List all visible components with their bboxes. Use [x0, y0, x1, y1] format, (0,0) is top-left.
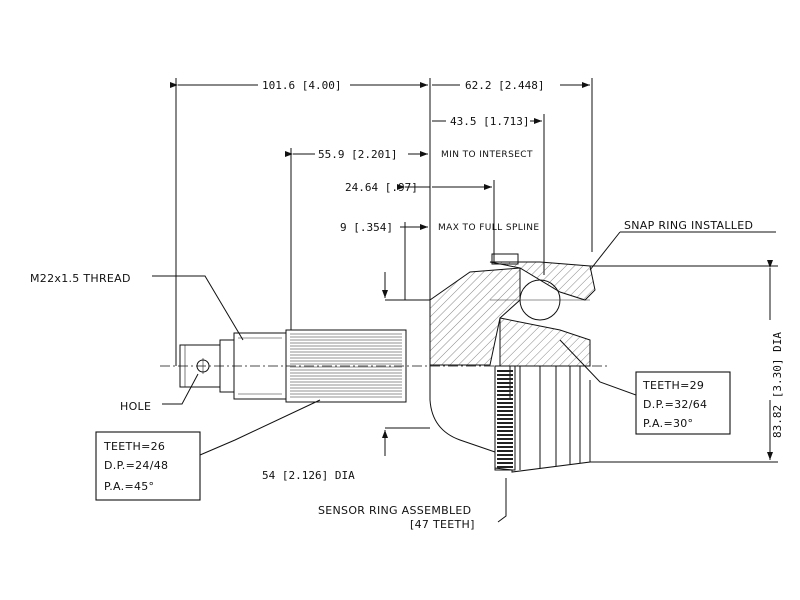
dim-9: 9 [.354]	[340, 221, 393, 234]
dim-shaft-dia: 54 [2.126] DIA	[262, 469, 355, 482]
label-sensor-teeth: [47 TEETH]	[410, 518, 475, 531]
sensor-tooth	[497, 450, 513, 452]
leaders	[152, 231, 776, 523]
sensor-tooth	[497, 418, 513, 420]
label-snap-ring: SNAP RING INSTALLED	[624, 219, 753, 232]
spec-right-dp: D.P.=32/64	[643, 398, 707, 411]
dim-24-64: 24.64 [.97]	[345, 181, 418, 194]
sensor-tooth	[497, 434, 513, 436]
sensor-tooth	[497, 374, 513, 376]
label-hole: HOLE	[120, 400, 151, 413]
dim-43-5: 43.5 [1.713]	[450, 115, 529, 128]
spec-left-dp: D.P.=24/48	[104, 459, 168, 472]
dim-overall-right: 62.2 [2.448]	[465, 79, 544, 92]
sensor-tooth	[497, 422, 513, 424]
dim-overall-left: 101.6 [4.00]	[262, 79, 341, 92]
cv-housing	[429, 253, 596, 473]
sensor-tooth	[497, 378, 513, 380]
sensor-tooth	[497, 370, 513, 372]
dim-9-note: MAX TO FULL SPLINE	[438, 223, 539, 233]
sensor-tooth	[497, 406, 513, 408]
dimension-lines	[170, 82, 778, 463]
dim-outer-dia: 83.82 [3.30] DIA	[771, 332, 784, 438]
extension-lines	[175, 78, 593, 366]
sensor-tooth	[497, 410, 513, 412]
spec-left-teeth: TEETH=26	[103, 440, 165, 453]
spec-left-pa: P.A.=45°	[104, 480, 154, 493]
sensor-tooth	[497, 394, 513, 396]
sensor-tooth	[497, 458, 513, 460]
sensor-tooth	[497, 462, 513, 464]
sensor-tooth	[497, 386, 513, 388]
sensor-tooth	[497, 382, 513, 384]
spec-right-pa: P.A.=30°	[643, 417, 693, 430]
label-thread: M22x1.5 THREAD	[30, 272, 131, 285]
spec-right-teeth: TEETH=29	[642, 379, 704, 392]
sensor-tooth	[497, 446, 513, 448]
sensor-tooth	[497, 454, 513, 456]
label-sensor-ring: SENSOR RING ASSEMBLED	[318, 504, 471, 517]
sensor-tooth	[497, 414, 513, 416]
sensor-tooth	[497, 442, 513, 444]
spline-spec-right: TEETH=29 D.P.=32/64 P.A.=30°	[635, 371, 731, 435]
sensor-tooth	[497, 398, 513, 400]
sensor-tooth	[497, 426, 513, 428]
sensor-tooth	[497, 438, 513, 440]
sensor-tooth	[497, 430, 513, 432]
sensor-tooth	[497, 466, 513, 468]
spline-spec-left: TEETH=26 D.P.=24/48 P.A.=45°	[95, 431, 201, 501]
sensor-tooth	[497, 402, 513, 404]
sensor-tooth	[497, 390, 513, 392]
dim-55-9: 55.9 [2.201]	[318, 148, 397, 161]
dim-55-9-note: MIN TO INTERSECT	[441, 150, 533, 160]
spline-shaft	[285, 329, 407, 403]
